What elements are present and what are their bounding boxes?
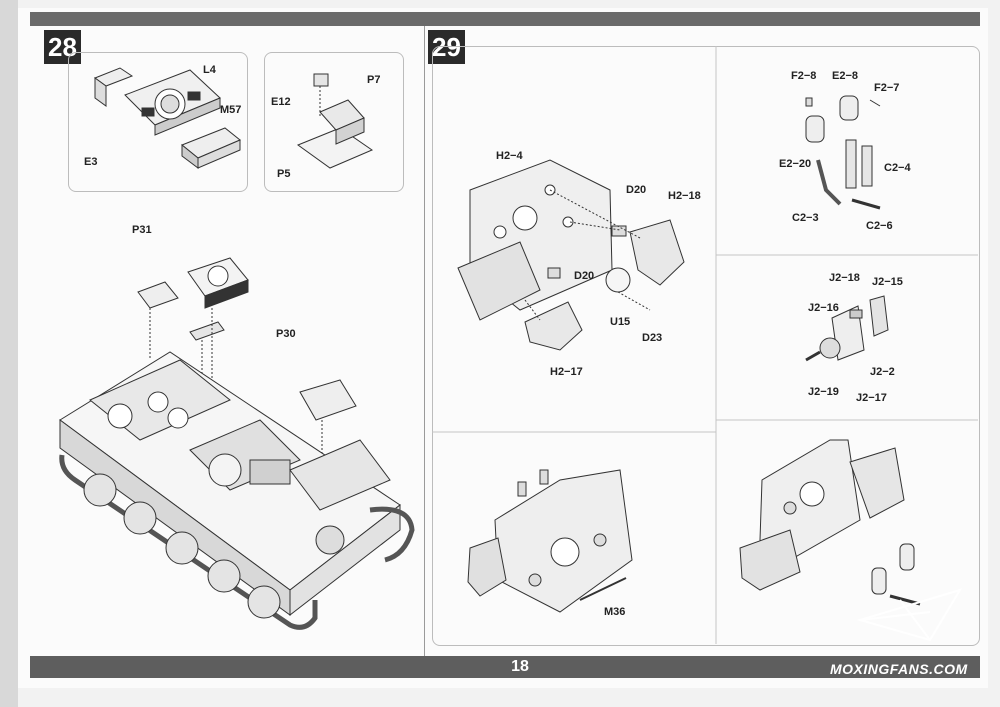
part-label-h2-18: H2−18 (668, 190, 701, 202)
part-label-p7: P7 (367, 74, 381, 86)
part-label-m57: M57 (220, 104, 242, 116)
rear-plate-bottom-drawing (467, 469, 633, 613)
rear-final-drawing (739, 439, 921, 606)
page-divider (424, 26, 425, 656)
part-label-c2-6: C2−6 (866, 220, 893, 232)
part-label-d20-a: D20 (626, 184, 647, 196)
step-28-detail-box-left (68, 52, 248, 192)
part-label-j2-19: J2−19 (808, 386, 839, 398)
part-label-c2-3: C2−3 (792, 212, 819, 224)
hatch-detail (296, 73, 374, 169)
part-label-c2-4: C2−4 (884, 162, 911, 174)
part-label-u15: U15 (610, 316, 631, 328)
part-label-e2-8: E2−8 (832, 70, 858, 82)
part-label-p31: P31 (132, 224, 152, 236)
part-label-e12: E12 (271, 96, 291, 108)
step-29-frame (432, 46, 980, 646)
part-label-e2-20: E2−20 (779, 158, 812, 170)
part-label-j2-15: J2−15 (872, 276, 903, 288)
fan-deck-detail (93, 67, 241, 169)
part-label-e3: E3 (84, 156, 98, 168)
top-bar (30, 12, 980, 26)
watermark-logo (856, 588, 963, 642)
part-label-h2-4: H2−4 (496, 150, 523, 162)
part-label-p30: P30 (276, 328, 296, 340)
part-label-f2-7: F2−7 (874, 82, 900, 94)
part-label-d23: D23 (642, 332, 663, 344)
step-28-detail-box-right (264, 52, 404, 192)
part-label-j2-17: J2−17 (856, 392, 887, 404)
part-label-h2-17: H2−17 (550, 366, 583, 378)
part-label-m36: M36 (604, 606, 626, 618)
rear-plate-drawing (457, 159, 685, 351)
exhaust-drawing (805, 95, 881, 210)
part-label-j2-2: J2−2 (870, 366, 895, 378)
idler-mount-drawing (805, 295, 889, 362)
part-label-d20-b: D20 (574, 270, 595, 282)
part-label-l4: L4 (203, 64, 216, 76)
part-label-p5: P5 (277, 168, 291, 180)
watermark-text: MOXINGFANS.COM (830, 661, 968, 677)
part-label-j2-18: J2−18 (829, 272, 860, 284)
part-label-j2-16: J2−16 (808, 302, 839, 314)
hull-main-drawing (59, 257, 415, 630)
page-number: 18 (511, 658, 529, 675)
bottom-bar (30, 656, 980, 678)
part-label-f2-8: F2−8 (791, 70, 817, 82)
binding-spine (0, 0, 18, 707)
